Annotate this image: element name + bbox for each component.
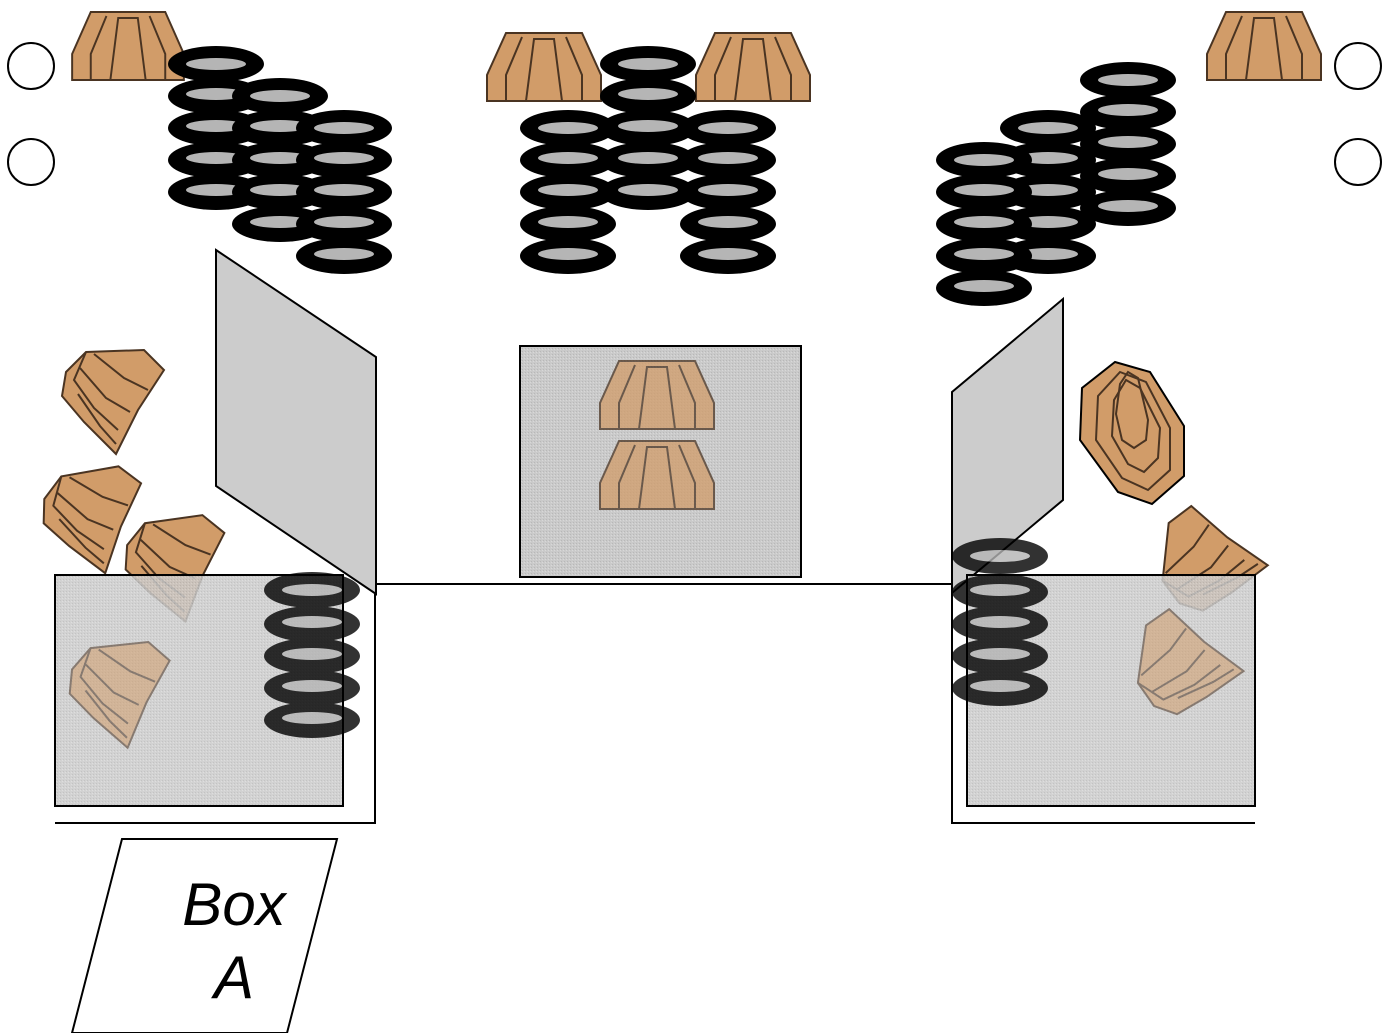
cone-icon — [599, 360, 715, 430]
top-left-area — [7, 11, 392, 274]
cone-icon — [1078, 360, 1185, 506]
cone-icon — [486, 32, 602, 102]
marker-circle — [1334, 42, 1382, 90]
tire-stack-icon — [1080, 62, 1176, 226]
cone-icon — [61, 349, 165, 455]
label-line1: Box — [182, 871, 287, 938]
label-line2: A — [211, 944, 254, 1011]
center-box — [519, 345, 802, 578]
cone-icon — [1206, 11, 1322, 81]
top-right-area — [936, 11, 1382, 306]
marker-circle — [7, 42, 55, 90]
label-plate — [70, 838, 339, 1033]
right-box-area — [951, 296, 1276, 824]
tire-stack-icon — [264, 572, 360, 738]
cone-icon — [71, 11, 185, 81]
board-panel — [951, 296, 1064, 596]
top-center-area — [486, 32, 811, 274]
box-shadow-line — [951, 593, 1255, 824]
tire-stack-icon — [600, 46, 696, 210]
tire-stack-icon — [952, 538, 1048, 706]
tire-stack-icon — [1000, 110, 1096, 274]
tire-stack-icon — [232, 78, 328, 242]
tire-stack-icon — [520, 110, 616, 274]
tire-stack-icon — [936, 142, 1032, 306]
marker-circle — [7, 138, 55, 186]
tire-stack-icon — [296, 110, 392, 274]
board-panel — [215, 248, 377, 596]
cone-icon — [695, 32, 811, 102]
tire-stack-icon — [168, 46, 264, 210]
cone-icon — [599, 440, 715, 510]
marker-circle — [1334, 138, 1382, 186]
box-shadow-line — [55, 594, 376, 824]
left-box-area: Box A — [36, 248, 377, 1033]
tire-stack-icon — [680, 110, 776, 274]
